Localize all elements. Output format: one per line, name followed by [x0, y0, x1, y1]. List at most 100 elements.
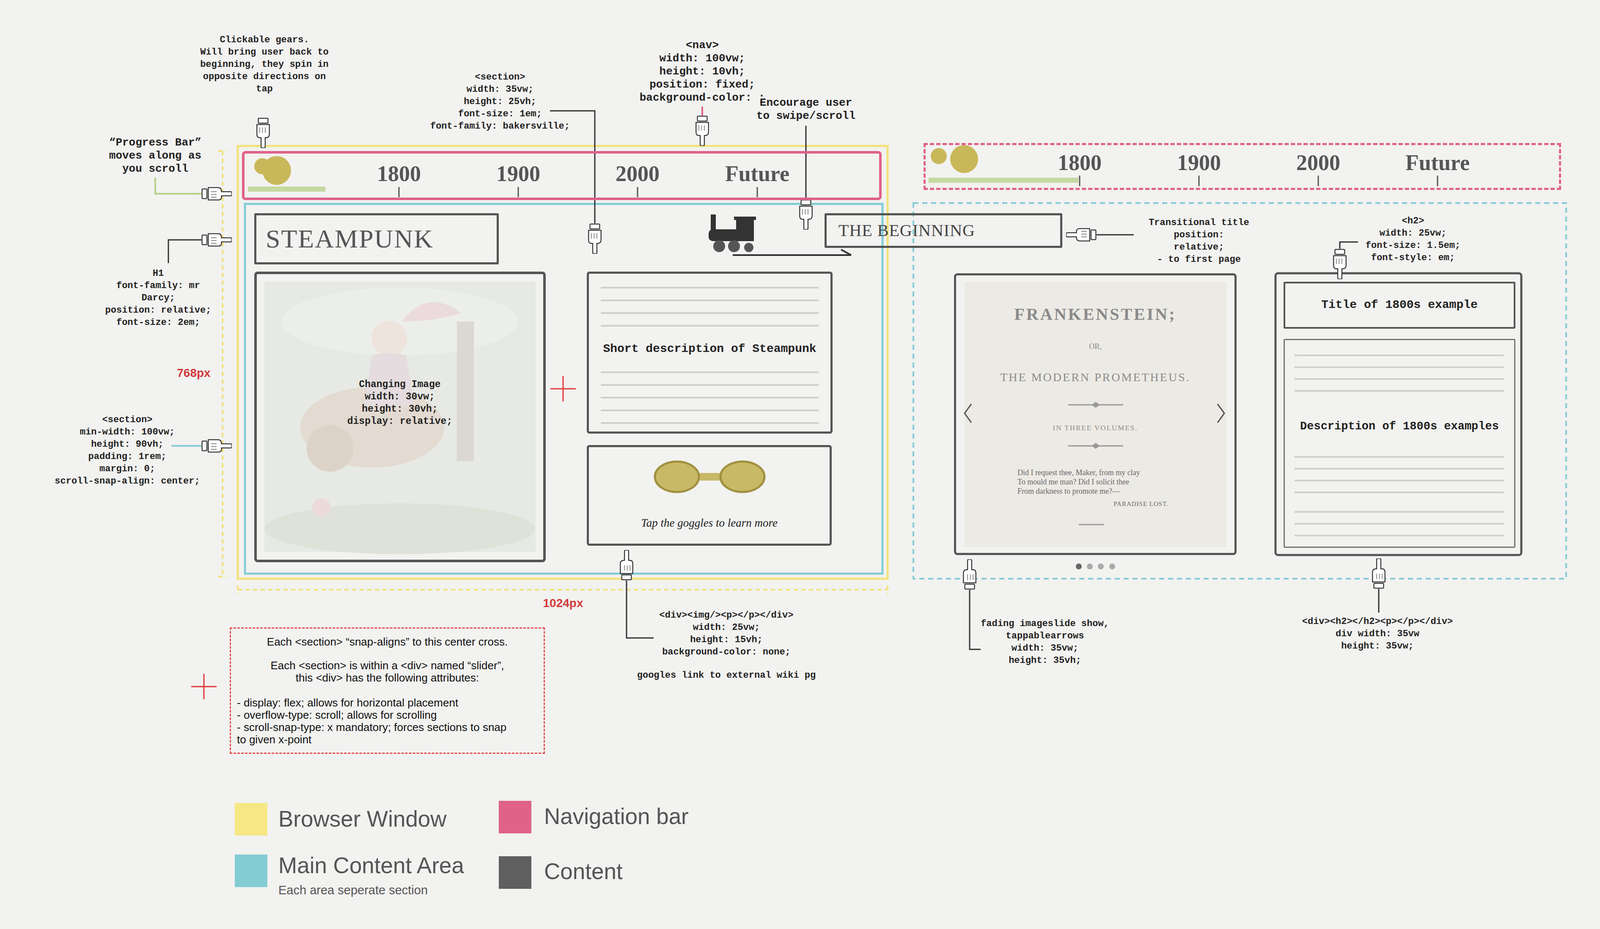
main-content-outline — [244, 203, 883, 574]
pointing-hands — [202, 233, 232, 246]
pointing-hands — [963, 559, 976, 589]
train-icon — [734, 216, 757, 220]
pointing-hands — [799, 200, 812, 230]
text-line: height: 35vh; — [977, 654, 1113, 667]
slideshow-dots — [1075, 563, 1082, 570]
pointing-hands — [1066, 228, 1096, 241]
text-line: font-size: 2em; — [69, 316, 248, 329]
text-line: width: 35vw; — [411, 83, 589, 96]
text-line: <section> — [411, 71, 589, 84]
annotation-label: <section> width: 35vw; height: 25vh; fon… — [411, 71, 589, 133]
train-icon — [736, 219, 754, 242]
progress-bar — [928, 177, 1079, 183]
painting-illustration — [306, 425, 354, 472]
painting-illustration — [456, 321, 474, 462]
pointing-hands — [695, 116, 709, 146]
swipe-arrow — [732, 249, 852, 256]
filler-text-lines — [1294, 355, 1504, 536]
legend-swatch — [498, 800, 532, 834]
slideshow-dots — [1086, 563, 1093, 570]
annotation-label: <nav> width: 100vw; height: 10vh; positi… — [604, 38, 800, 105]
card-title-box: Title of 1800s example — [1283, 281, 1516, 329]
node-text: - display: flex; allows for horizontal p… — [236, 696, 538, 710]
text-line: beginning, they spin in — [175, 58, 354, 71]
painting-illustration — [264, 503, 536, 555]
text-line: From darkness to promote me?— — [1017, 486, 1183, 496]
text-line: width: 25vw; — [656, 621, 797, 634]
slideshow-box: FRANKENSTEIN;OR,THE MODERN PROMETHEUS.IN… — [953, 273, 1237, 556]
leader-lines — [1096, 234, 1134, 236]
painting-illustration — [371, 320, 407, 357]
text-line: min-width: 100vw; — [30, 426, 225, 439]
text-line: height: 10vh; — [604, 65, 800, 79]
node-text: Future — [714, 161, 800, 187]
annotation-label: Each area seperate section — [278, 883, 533, 898]
browser-window-outline — [237, 145, 888, 579]
node-text: Each <section> “snap-aligns” to this cen… — [230, 635, 544, 649]
text-line: margin: 0; — [30, 462, 225, 476]
annotation-label: <section> min-width: 100vw; height: 90vh… — [30, 413, 225, 488]
annotation-label: <div><h2></h2><p></p></div> div width: 3… — [1292, 615, 1463, 653]
node-text: 2000 — [595, 161, 680, 187]
main-content-outline — [244, 203, 1567, 579]
note-box: Each <section> “snap-aligns” to this cen… — [229, 627, 545, 754]
legend-text: Content — [544, 858, 781, 885]
painting-illustration — [264, 281, 536, 555]
timeline-ticks — [398, 175, 1438, 198]
annotation-label: 768px — [159, 366, 228, 380]
annotation-label: H1 font-family: mr Darcy; position: rela… — [69, 267, 248, 329]
frankenstein-page — [964, 404, 1225, 423]
text-line: Darcy; — [69, 291, 248, 305]
annotation-label: “Progress Bar” moves along as you scroll — [66, 136, 245, 176]
text-line: Clickable gears. — [175, 33, 354, 47]
node-text: 1900 — [475, 161, 561, 187]
leader-lines — [171, 445, 202, 447]
node-text: - scroll-snap-type: x mandatory; forces … — [236, 721, 538, 746]
text-line: height: 35vw; — [1292, 640, 1463, 653]
text-line: Transitional title — [1146, 216, 1252, 229]
slideshow-dots — [1109, 563, 1116, 570]
text-line: position: fixed; — [604, 78, 800, 92]
node-text: Future — [1395, 150, 1480, 176]
text-line: Changing Image — [315, 378, 485, 391]
text-line: height: 90vh; — [30, 438, 225, 451]
snap-cross — [191, 673, 217, 700]
browser-window-outline — [218, 151, 227, 577]
text-line: fading imageslide show, — [977, 617, 1113, 630]
heading-box: STEAMPUNK — [254, 213, 499, 265]
text-line: width: 35vw; — [977, 642, 1113, 655]
card-outline — [1275, 273, 1522, 556]
node-text: THE BEGINNING — [838, 220, 1051, 241]
browser-window-outline — [237, 585, 888, 594]
nav-bar: 1800 1900 2000 Future — [241, 151, 882, 201]
card-body-box: Description of 1800s examples — [1283, 338, 1516, 548]
card-outline — [1275, 273, 1522, 556]
swipe-arrow — [732, 249, 852, 256]
text-line: position: relative; — [1146, 228, 1252, 254]
text-line: tappablearrows — [977, 629, 1113, 643]
timeline-ticks — [1079, 175, 1438, 187]
text-line: <section> — [30, 413, 225, 427]
text-line: height: 25vh; — [411, 95, 589, 108]
pointing-hands — [202, 116, 1386, 590]
text-line: div width: 35vw — [1292, 627, 1463, 641]
text-line: this <div> has the following attributes: — [230, 671, 544, 685]
text-line: opposite directions on — [175, 70, 354, 83]
node-text: Each <section> is within a <div> named “… — [230, 659, 544, 685]
text-line: Each <section> is within a <div> named “… — [230, 659, 544, 672]
node-text: Tap the goggles to learn more — [588, 516, 830, 530]
annotation-label: Transitional title position: relative; -… — [1146, 216, 1252, 266]
browser-window-outline — [218, 145, 888, 594]
text-line: <nav> — [604, 38, 800, 53]
text-line: <div><img/><p></p></div> — [656, 609, 797, 622]
text-line: background-color: none; — [656, 646, 797, 659]
node-text: IN THREE VOLUMES. — [956, 423, 1235, 433]
description-box: Short description of Steampunk — [586, 271, 833, 434]
node-text: 1800 — [356, 161, 442, 187]
gears-icon — [930, 148, 947, 165]
nav-bar: 180019002000Future — [923, 142, 1562, 190]
text-line: font-family: mr — [69, 279, 248, 292]
node-text: OR, — [956, 342, 1235, 352]
train-icon — [708, 214, 757, 253]
